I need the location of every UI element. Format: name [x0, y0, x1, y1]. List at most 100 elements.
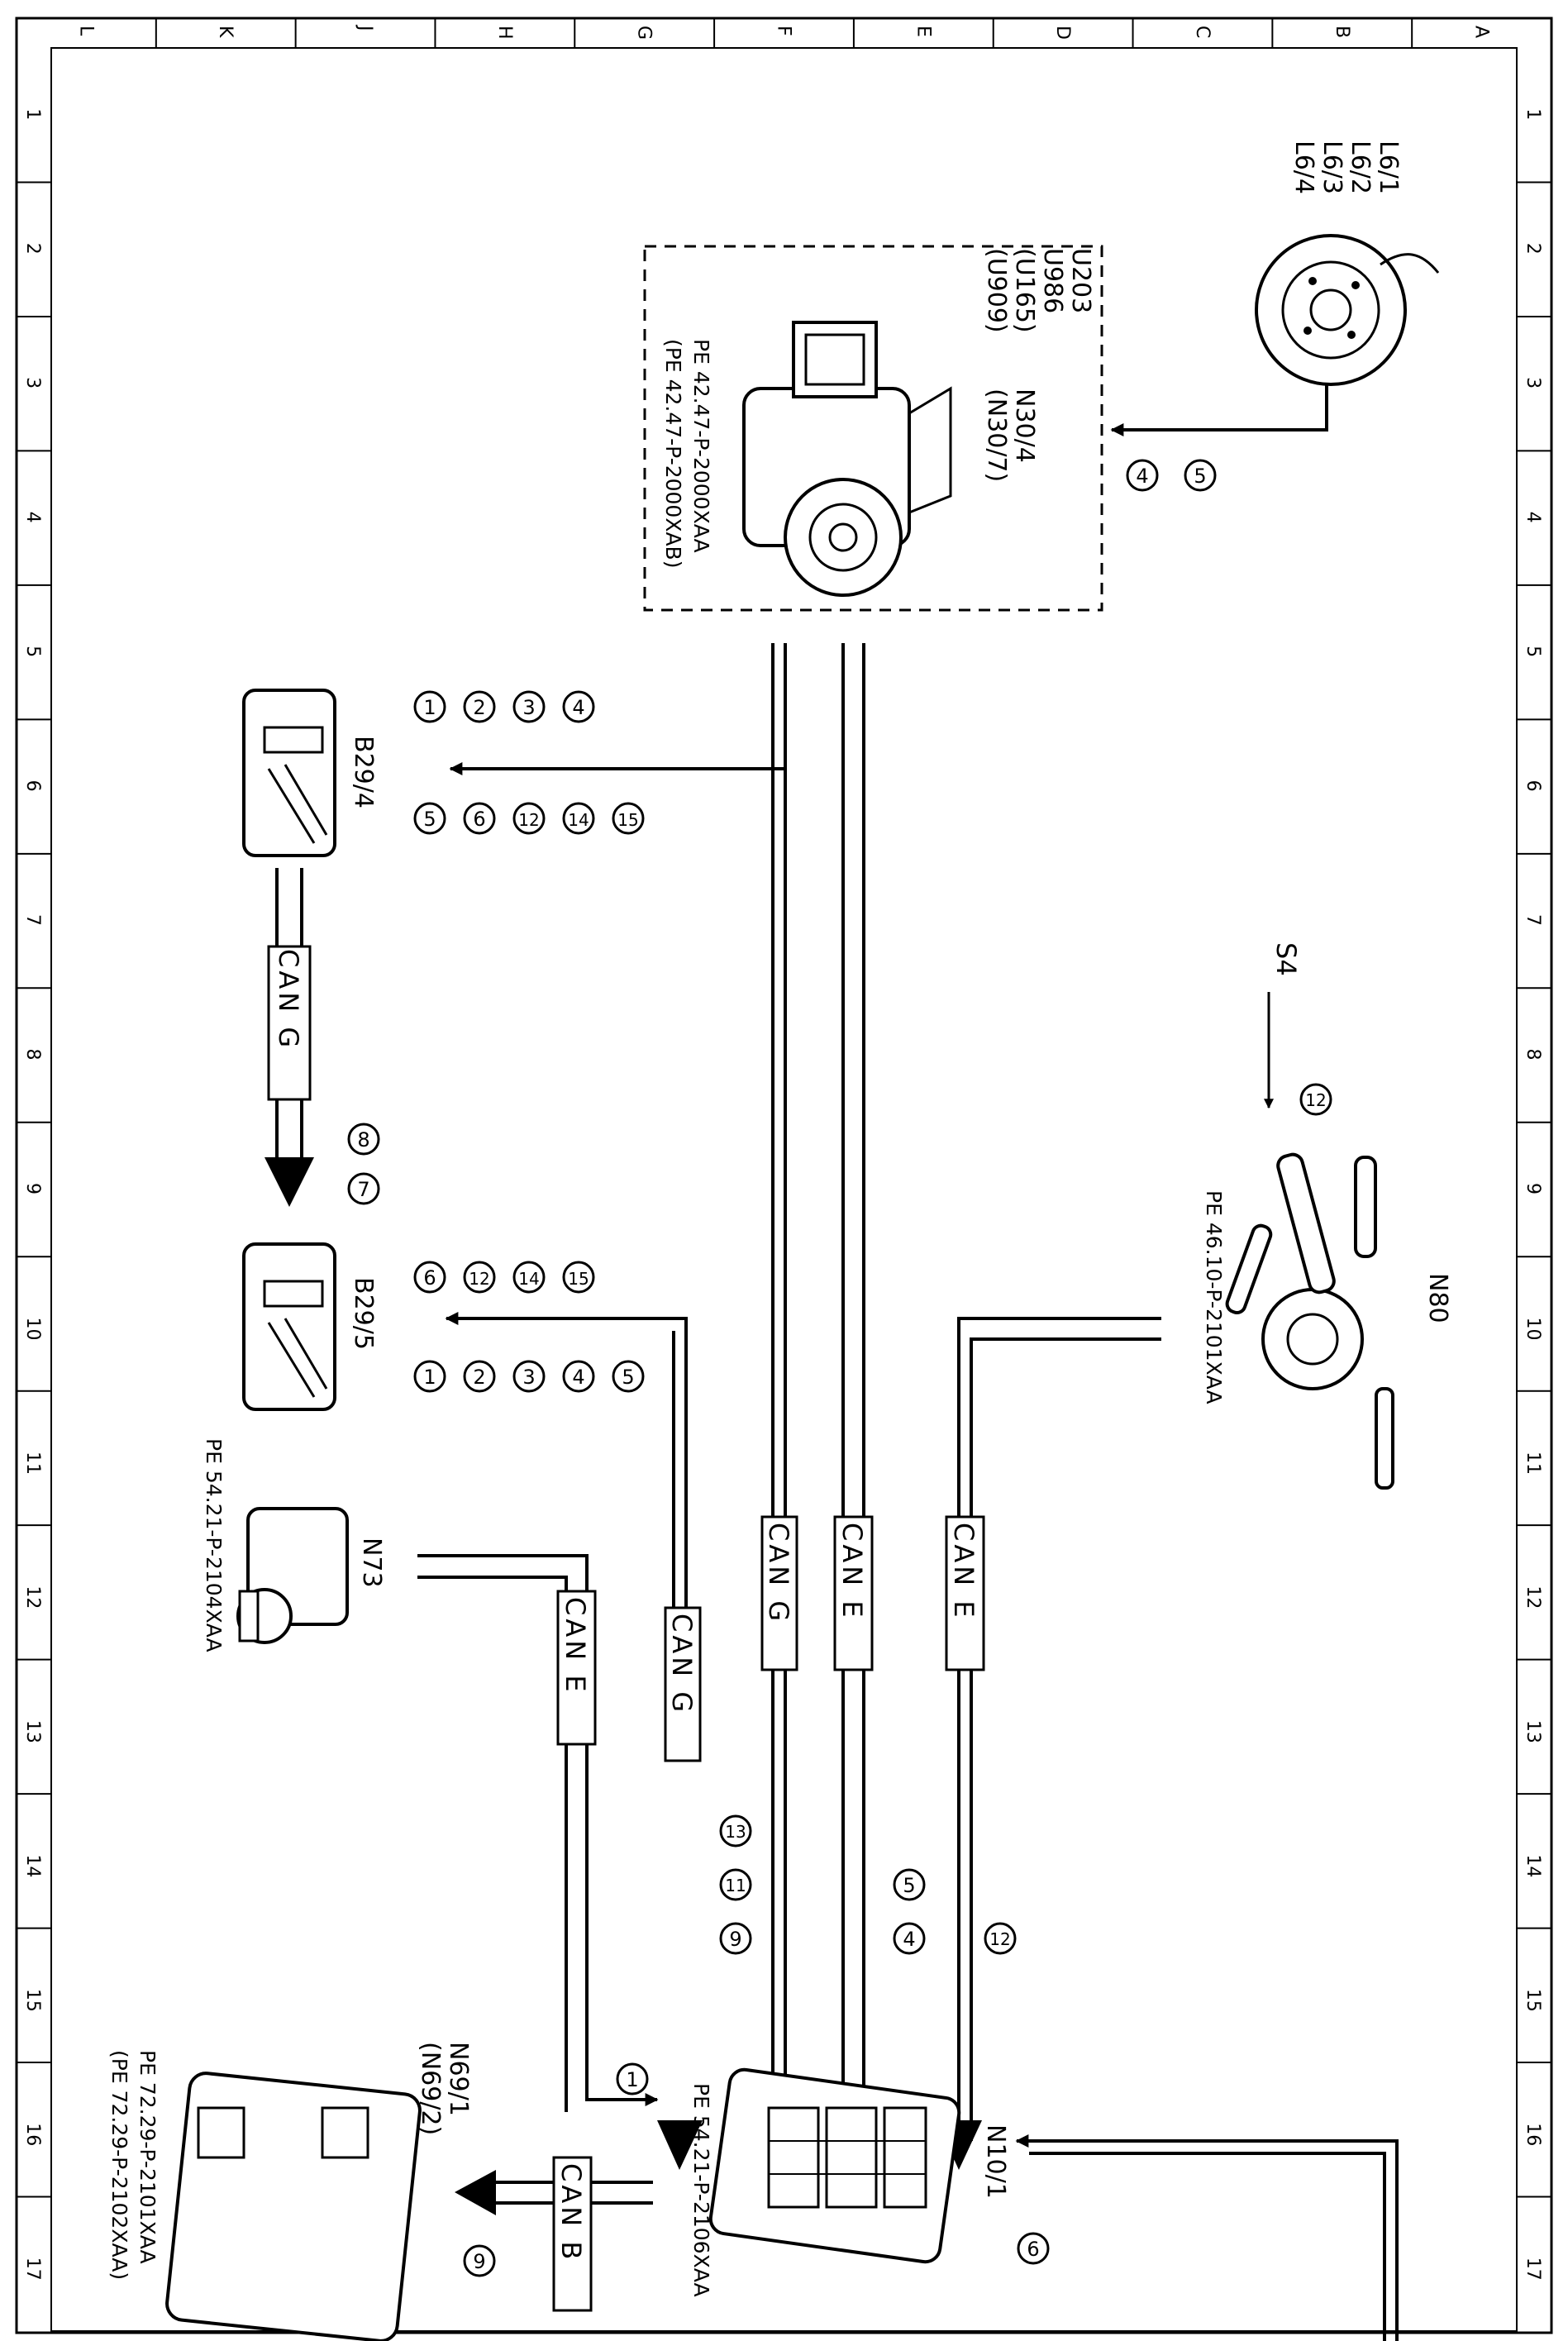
right-input-to-n10 — [1015, 2134, 1399, 2341]
u-label-2: U986 — [1038, 248, 1067, 313]
b29-5-sensor: B29/5 — [242, 1242, 378, 1411]
row-label-left: 1 — [22, 108, 43, 120]
note-b29-5-b1: 1 — [423, 1366, 436, 1389]
note-b29-4-t2: 2 — [473, 696, 485, 719]
n73-label: N73 — [357, 1538, 386, 1588]
bus-label-g1: CAN G — [763, 1523, 794, 1624]
column-label: E — [913, 26, 933, 37]
n10-notes: 13 11 9 5 4 12 1 6 — [616, 1814, 1050, 2265]
bus-label-e1: CAN E — [836, 1523, 868, 1621]
l6-label-2: L6/2 — [1346, 141, 1375, 194]
note-b29-4-b1: 5 — [423, 808, 436, 831]
bus-label-b1: CAN B — [555, 2163, 587, 2262]
note-b29-4-b2: 6 — [473, 808, 485, 831]
row-label-left: 13 — [22, 1720, 43, 1743]
row-label-right: 11 — [1523, 1452, 1543, 1475]
bus-label-b29: CAN G — [273, 949, 304, 1051]
column-label: K — [215, 26, 236, 38]
l6-to-n30-line — [1110, 384, 1328, 436]
note-b29-4-t3: 3 — [522, 696, 535, 719]
s4-label: S4 — [1270, 942, 1302, 976]
b29-4-sensor: B29/4 — [242, 689, 378, 857]
note-b29-link-8: 8 — [357, 1128, 369, 1151]
note-b29-5-b4: 4 — [572, 1366, 584, 1389]
steering-switch-icon — [1225, 1152, 1394, 1490]
row-label-left: 8 — [22, 1049, 43, 1061]
n69-label-1: N69/1 — [444, 2042, 473, 2116]
note-b29-5-t3: 14 — [518, 1269, 539, 1289]
n10-module: N10/1 PE 54.21-P-2106XAA — [689, 2067, 1010, 2297]
row-label-left: 10 — [22, 1317, 43, 1340]
row-label-right: 1 — [1523, 108, 1543, 120]
pe-ref-n30-1: PE 42.47-P-2000XAA — [689, 339, 713, 553]
column-label: H — [494, 26, 515, 40]
bus-label-e2-box: CAN E — [945, 1515, 985, 1671]
row-label-left: 16 — [22, 2123, 43, 2146]
u-label-3: (U165) — [1010, 248, 1039, 333]
pe-ref-n30-2: (PE 42.47-P-2000XAB) — [661, 339, 685, 568]
row-label-right: 2 — [1523, 243, 1543, 255]
b29-4-label: B29/4 — [349, 736, 378, 808]
row-label-right: 3 — [1523, 377, 1543, 389]
column-label: F — [774, 26, 794, 36]
u-label-1: U203 — [1066, 248, 1095, 313]
note-b29-5-b5: 5 — [622, 1366, 634, 1389]
n30-label-2: (N30/7) — [982, 389, 1011, 482]
l6-label-3: L6/3 — [1318, 141, 1346, 194]
column-label: A — [1471, 26, 1492, 38]
row-label-right: 7 — [1523, 914, 1543, 926]
note-b29-5-t1: 6 — [423, 1266, 436, 1290]
pe-ref-n69-2: (PE 72.29-P-2102XAA) — [107, 2050, 131, 2280]
note-n10-g-11: 11 — [725, 1876, 746, 1895]
l6-sensor: L6/1 L6/2 L6/3 L6/4 — [1255, 141, 1440, 386]
bus-label-e3-box: CAN E — [556, 1590, 597, 1746]
bus-label-g2-box: CAN G — [664, 1606, 702, 1762]
row-label-left: 6 — [22, 780, 43, 792]
bus-label-g1-box: CAN G — [760, 1515, 798, 1671]
sam-module-icon — [708, 2067, 961, 2264]
note-n10-g-13: 13 — [725, 1822, 746, 1842]
bus-trunks — [657, 643, 982, 2170]
note-n10-right-6: 6 — [1027, 2238, 1039, 2261]
bus-to-b29-5 — [445, 1312, 688, 1637]
row-label-right: 12 — [1523, 1585, 1543, 1609]
n73-to-n10-line — [417, 1554, 659, 2106]
n80-switch-group: S4 12 N80 PE 46.10-P-2101XAA — [1202, 942, 1452, 1490]
can-g-link-b29: CAN G 8 7 — [265, 868, 380, 1207]
row-label-right: 9 — [1523, 1183, 1543, 1194]
pe-ref-n10: PE 54.21-P-2106XAA — [689, 2083, 713, 2297]
row-label-left: 9 — [22, 1183, 43, 1194]
pe-ref-n80: PE 46.10-P-2101XAA — [1202, 1190, 1226, 1404]
n10-label: N10/1 — [981, 2124, 1010, 2199]
note-b29-4-t4: 4 — [572, 696, 584, 719]
column-label: L — [75, 26, 96, 36]
note-n10-e2-12: 12 — [989, 1929, 1010, 1949]
abs-unit-icon — [742, 321, 952, 597]
row-label-left: 2 — [22, 243, 43, 255]
bus-to-b29-4 — [449, 643, 787, 775]
note-n69-9: 9 — [473, 2250, 485, 2273]
n30-label-1: N30/4 — [1010, 389, 1039, 463]
note-n10-e-4: 4 — [903, 1928, 915, 1951]
note-b29-4-t1: 1 — [423, 696, 436, 719]
u-label-4: (U909) — [982, 248, 1011, 333]
n69-label-2: (N69/2) — [416, 2042, 445, 2135]
note-b29-5-b2: 2 — [473, 1366, 485, 1389]
pe-ref-n73: PE 54.21-P-2104XAA — [202, 1438, 226, 1652]
row-label-left: 14 — [22, 1854, 43, 1877]
note-b29-4-b5: 15 — [617, 810, 638, 830]
row-label-right: 5 — [1523, 646, 1543, 657]
note-b29-5-t2: 12 — [469, 1269, 489, 1289]
n30-notes: 5 4 — [1126, 459, 1217, 492]
row-label-right: 10 — [1523, 1317, 1543, 1340]
row-label-right: 15 — [1523, 1989, 1543, 2012]
sensor-block-icon-2 — [242, 1242, 336, 1411]
column-label: B — [1332, 26, 1352, 38]
row-label-left: 7 — [22, 914, 43, 926]
row-label-left: 11 — [22, 1452, 43, 1475]
note-n10-b-1: 1 — [626, 2068, 638, 2091]
